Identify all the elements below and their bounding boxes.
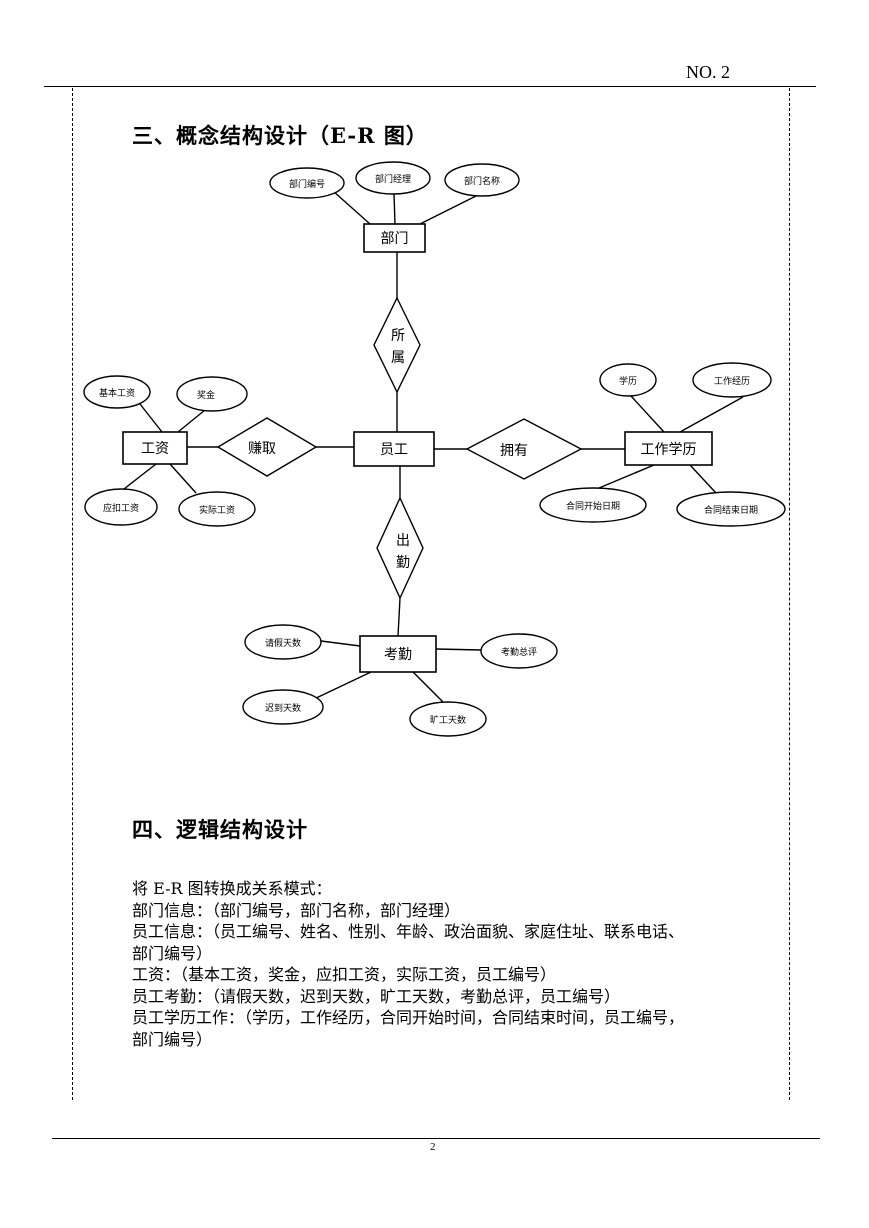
- attribute-ellipse-late-days: [242, 689, 324, 725]
- entity-attendance: 考勤: [384, 647, 412, 663]
- edge-actual-salary: [169, 463, 197, 494]
- relationship-belongs-1: 所: [391, 328, 405, 344]
- schema-line: 部门编号）: [132, 1029, 213, 1049]
- attribute-absent-days: 旷工天数: [430, 714, 466, 726]
- schema-line: 将 E-R 图转换成关系模式：: [132, 879, 332, 898]
- attribute-ellipse-absent-days: [409, 701, 487, 737]
- attribute-dept-no: 部门编号: [289, 178, 325, 190]
- attribute-ellipse-degree: [599, 363, 657, 397]
- attribute-ellipse-review: [480, 633, 558, 669]
- attribute-work-exp: 工作经历: [714, 375, 750, 387]
- attribute-deduction: 应扣工资: [103, 502, 139, 514]
- right-margin-line: [789, 88, 790, 1100]
- relationship-diamond-have: [465, 418, 583, 480]
- attribute-ellipse-leave-days: [244, 624, 322, 660]
- entity-dept: 部门: [381, 231, 409, 247]
- edge-bonus: [177, 409, 206, 433]
- edge-dept-name: [419, 192, 483, 225]
- section-heading-logic: 四、逻辑结构设计: [132, 817, 308, 842]
- schema-line: 部门信息：（部门编号，部门名称，部门经理）: [132, 900, 461, 920]
- attribute-dept-name: 部门名称: [464, 175, 500, 187]
- relationship-have: 拥有: [500, 443, 528, 459]
- edge-leave-days: [320, 640, 361, 647]
- attribute-bonus: 奖金: [197, 389, 215, 401]
- edge-dept-no: [332, 190, 371, 225]
- entity-box-education: [624, 431, 713, 466]
- edge-contract-end: [689, 464, 717, 494]
- attribute-ellipse-dept-manager: [355, 161, 431, 195]
- page-number-header: NO. 2: [686, 62, 730, 82]
- edge-base-salary: [139, 403, 163, 433]
- entity-box-dept: [363, 223, 426, 253]
- edge-work-exp: [679, 396, 744, 433]
- edge-attend-attendance: [397, 597, 401, 637]
- section-heading-er: 三、概念结构设计（E-R 图）: [132, 123, 428, 148]
- edge-deduction: [123, 463, 157, 490]
- entity-box-employee: [353, 431, 435, 467]
- relationship-diamond-belongs: [373, 296, 421, 394]
- attribute-actual-salary: 实际工资: [199, 504, 235, 516]
- attribute-degree: 学历: [619, 375, 637, 387]
- relationship-attend-2: 勤: [396, 555, 410, 571]
- schema-line: 工资：（基本工资，奖金，应扣工资，实际工资，员工编号）: [132, 965, 557, 984]
- edge-contract-start: [598, 464, 655, 489]
- attribute-ellipse-contract-start: [539, 487, 647, 523]
- attribute-ellipse-contract-end: [676, 491, 786, 527]
- relationship-belongs-2: 属: [391, 350, 405, 366]
- page-number-footer: 2: [430, 1141, 436, 1153]
- edge-degree: [630, 395, 665, 433]
- entity-box-attendance: [359, 635, 437, 673]
- relationship-attend-1: 出: [396, 533, 410, 549]
- attribute-ellipse-deduction: [84, 488, 158, 526]
- left-margin-line: [72, 88, 73, 1100]
- footer-rule: [52, 1138, 820, 1139]
- relationship-diamond-attend: [376, 496, 424, 600]
- edge-dept-manager: [393, 193, 396, 225]
- entity-box-salary: [122, 431, 188, 465]
- attribute-ellipse-dept-name: [444, 163, 520, 197]
- schema-line: 部门编号）: [132, 943, 213, 963]
- edge-late-days: [311, 671, 372, 701]
- attribute-dept-manager: 部门经理: [375, 173, 411, 185]
- relationship-diamond-earn: [216, 417, 318, 477]
- schema-line: 员工信息：（员工编号、姓名、性别、年龄、政治面貌、家庭住址、联系电话、: [132, 922, 685, 941]
- edge-absent-days: [412, 671, 446, 705]
- entity-education: 工作学历: [641, 442, 697, 458]
- attribute-contract-start: 合同开始日期: [566, 500, 620, 512]
- header-rule: [44, 86, 816, 87]
- attribute-ellipse-work-exp: [692, 362, 772, 398]
- attribute-late-days: 迟到天数: [265, 702, 301, 714]
- attribute-leave-days: 请假天数: [265, 637, 301, 649]
- attribute-ellipse-bonus: [176, 376, 248, 412]
- edge-review: [435, 648, 482, 651]
- entity-salary: 工资: [141, 441, 169, 457]
- attribute-base-salary: 基本工资: [99, 387, 135, 399]
- attribute-ellipse-actual-salary: [178, 491, 256, 527]
- schema-line: 员工学历工作：（学历，工作经历，合同开始时间，合同结束时间，员工编号，: [132, 1008, 685, 1027]
- attribute-ellipse-base-salary: [83, 375, 151, 409]
- relationship-earn: 赚取: [248, 441, 276, 457]
- attribute-ellipse-dept-no: [269, 167, 345, 199]
- attribute-review: 考勤总评: [501, 646, 537, 658]
- attribute-contract-end: 合同结束日期: [704, 504, 758, 516]
- schema-line: 员工考勤：（请假天数，迟到天数，旷工天数，考勤总评，员工编号）: [132, 986, 621, 1006]
- entity-employee: 员工: [380, 442, 408, 458]
- relational-schema-text: 将 E-R 图转换成关系模式： 部门信息：（部门编号，部门名称，部门经理） 员工…: [132, 878, 782, 1050]
